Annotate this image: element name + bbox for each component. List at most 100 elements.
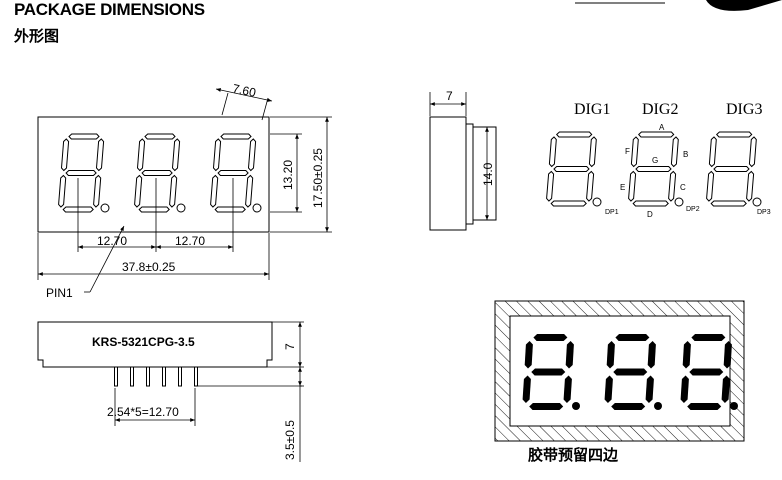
seven-segment-digit bbox=[604, 334, 662, 410]
side-view: 7 14.0 bbox=[429, 89, 497, 231]
segment-b bbox=[647, 341, 656, 369]
front-view: 7.60 13.20 17.50±0.25 bbox=[37, 81, 332, 300]
digit-label-2: DIG2 bbox=[642, 101, 678, 118]
decimal-point bbox=[100, 203, 110, 213]
dim-pin-pitch: 2.54*5=12.70 bbox=[107, 405, 179, 419]
decimal-point bbox=[592, 197, 602, 207]
display-digits bbox=[522, 334, 738, 410]
segment-b bbox=[748, 136, 757, 168]
body-height-dimension bbox=[270, 116, 332, 233]
segment-b bbox=[670, 136, 679, 168]
segment-label-g: G bbox=[652, 156, 658, 165]
segment-label-b: B bbox=[683, 150, 688, 159]
segment-b bbox=[247, 138, 257, 172]
segment-f bbox=[136, 138, 146, 172]
decimal-point bbox=[572, 402, 580, 410]
segment-f bbox=[606, 341, 615, 369]
segment-g bbox=[217, 170, 249, 176]
body-width-dimension bbox=[37, 233, 270, 280]
segment-e bbox=[706, 170, 715, 202]
segment-e bbox=[134, 174, 143, 208]
segment-d bbox=[138, 206, 170, 213]
bottom-view: 7 3.5±0.5 2.54*5=12.70 KRS-5321CPG-3.5 bbox=[37, 321, 304, 462]
segment-e bbox=[628, 170, 637, 202]
segment-d bbox=[710, 200, 747, 207]
segment-map: DIG1 DIG2 DIG3 A B C D E F G DP1 DP2 DP3 bbox=[546, 101, 771, 219]
dim-pin-length: 3.5±0.5 bbox=[283, 420, 297, 460]
dim-pitch-1: 12.70 bbox=[97, 234, 127, 248]
segment-e bbox=[546, 170, 555, 202]
dp-label-1: DP1 bbox=[605, 209, 619, 216]
segment-d bbox=[529, 403, 564, 410]
decimal-point bbox=[730, 402, 738, 410]
segment-d bbox=[214, 206, 246, 213]
decimal-point bbox=[176, 203, 186, 213]
segment-g bbox=[713, 166, 750, 172]
seven-segment-digit bbox=[134, 133, 186, 213]
segment-a bbox=[637, 131, 675, 138]
segment-e bbox=[58, 174, 67, 208]
digit-label-3: DIG3 bbox=[726, 101, 762, 118]
segment-label-a: A bbox=[659, 123, 665, 132]
segment-b bbox=[565, 341, 574, 369]
segment-f bbox=[212, 138, 222, 172]
segment-a bbox=[533, 334, 568, 341]
decimal-point bbox=[654, 402, 662, 410]
pitch-dimension bbox=[77, 178, 234, 252]
segment-a bbox=[68, 133, 100, 140]
segment-b bbox=[95, 138, 105, 172]
digit-height-dimension bbox=[270, 133, 302, 213]
segment-c bbox=[563, 375, 572, 403]
seven-segment-digit bbox=[706, 131, 762, 207]
front-body-outline bbox=[37, 116, 270, 233]
segment-e bbox=[604, 375, 613, 403]
pin bbox=[178, 366, 182, 387]
dim-side-depth: 7 bbox=[446, 89, 453, 103]
pin bbox=[130, 366, 134, 387]
pin bbox=[194, 366, 198, 387]
dp-label-2: DP2 bbox=[686, 206, 700, 213]
segment-a bbox=[555, 131, 593, 138]
pin bbox=[114, 366, 118, 387]
segment-g bbox=[531, 368, 566, 376]
segment-g bbox=[689, 368, 724, 376]
digit-label-1: DIG1 bbox=[574, 101, 610, 118]
segment-c bbox=[645, 375, 654, 403]
seven-segment-digit bbox=[522, 334, 580, 410]
segment-f bbox=[630, 136, 639, 168]
segment-g bbox=[65, 170, 97, 176]
page-subtitle: 外形图 bbox=[14, 27, 60, 45]
segment-e bbox=[210, 174, 219, 208]
segment-f bbox=[524, 341, 533, 369]
segment-a bbox=[715, 131, 753, 138]
pin-pitch-dimension bbox=[114, 388, 196, 426]
seven-segment-digit bbox=[680, 334, 738, 410]
segment-e bbox=[522, 375, 531, 403]
segment-c bbox=[245, 174, 254, 208]
page-title: PACKAGE DIMENSIONS bbox=[14, 0, 205, 19]
segment-g bbox=[141, 170, 173, 176]
seven-segment-digit bbox=[58, 133, 110, 213]
bottom-pins bbox=[114, 366, 198, 387]
seven-segment-digit bbox=[210, 133, 262, 213]
segment-d bbox=[687, 403, 722, 410]
segment-c bbox=[169, 174, 178, 208]
segment-e bbox=[680, 375, 689, 403]
segment-b bbox=[588, 136, 597, 168]
segment-g bbox=[613, 368, 648, 376]
side-height-dimension bbox=[473, 126, 489, 220]
segment-a bbox=[144, 133, 176, 140]
dim-side-height: 14.0 bbox=[481, 162, 495, 186]
bottom-height-dimension bbox=[196, 321, 304, 462]
segment-b bbox=[723, 341, 732, 369]
seven-segment-digit bbox=[546, 131, 602, 207]
segment-f bbox=[708, 136, 717, 168]
seven-segment-digit bbox=[628, 131, 684, 207]
pin bbox=[162, 366, 166, 387]
dim-body-height: 17.50±0.25 bbox=[311, 148, 325, 208]
segment-a bbox=[691, 334, 726, 341]
digit-width-dimension bbox=[215, 88, 273, 121]
segment-d bbox=[550, 200, 587, 207]
segment-c bbox=[93, 174, 102, 208]
